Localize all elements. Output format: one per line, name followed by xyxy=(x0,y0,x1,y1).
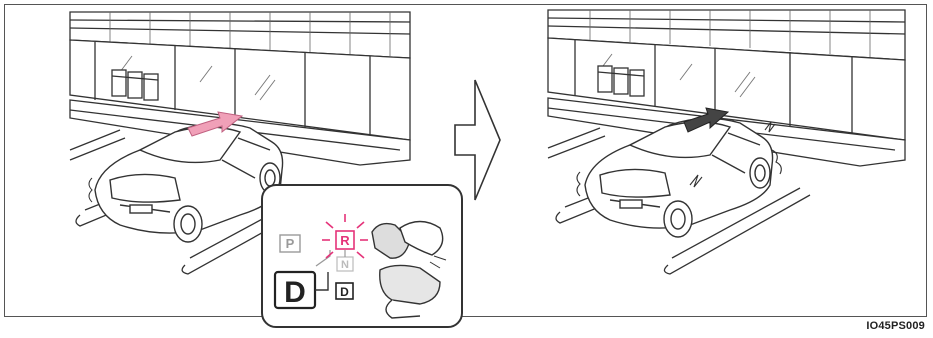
figure-id-label: IO45PS009 xyxy=(866,320,925,332)
shift-d-large-label: D xyxy=(284,276,306,309)
left-recycle-bins xyxy=(112,70,158,100)
shift-d-small-label: D xyxy=(340,285,349,299)
shift-r-label: R xyxy=(340,233,350,248)
right-car xyxy=(585,118,773,237)
shift-p-label: P xyxy=(286,236,295,251)
right-scene xyxy=(548,10,905,274)
shift-d-large-indicator: D xyxy=(275,272,315,309)
right-recycle-bins xyxy=(598,66,644,96)
left-car xyxy=(95,123,283,242)
left-motion-lines xyxy=(89,178,92,202)
shift-p-indicator: P xyxy=(280,235,300,252)
shift-n-label: N xyxy=(341,259,349,271)
right-arrow-outline-icon xyxy=(455,80,500,200)
shift-d-small-indicator: D xyxy=(336,283,353,299)
shift-inset-panel: P R N D xyxy=(262,185,462,327)
